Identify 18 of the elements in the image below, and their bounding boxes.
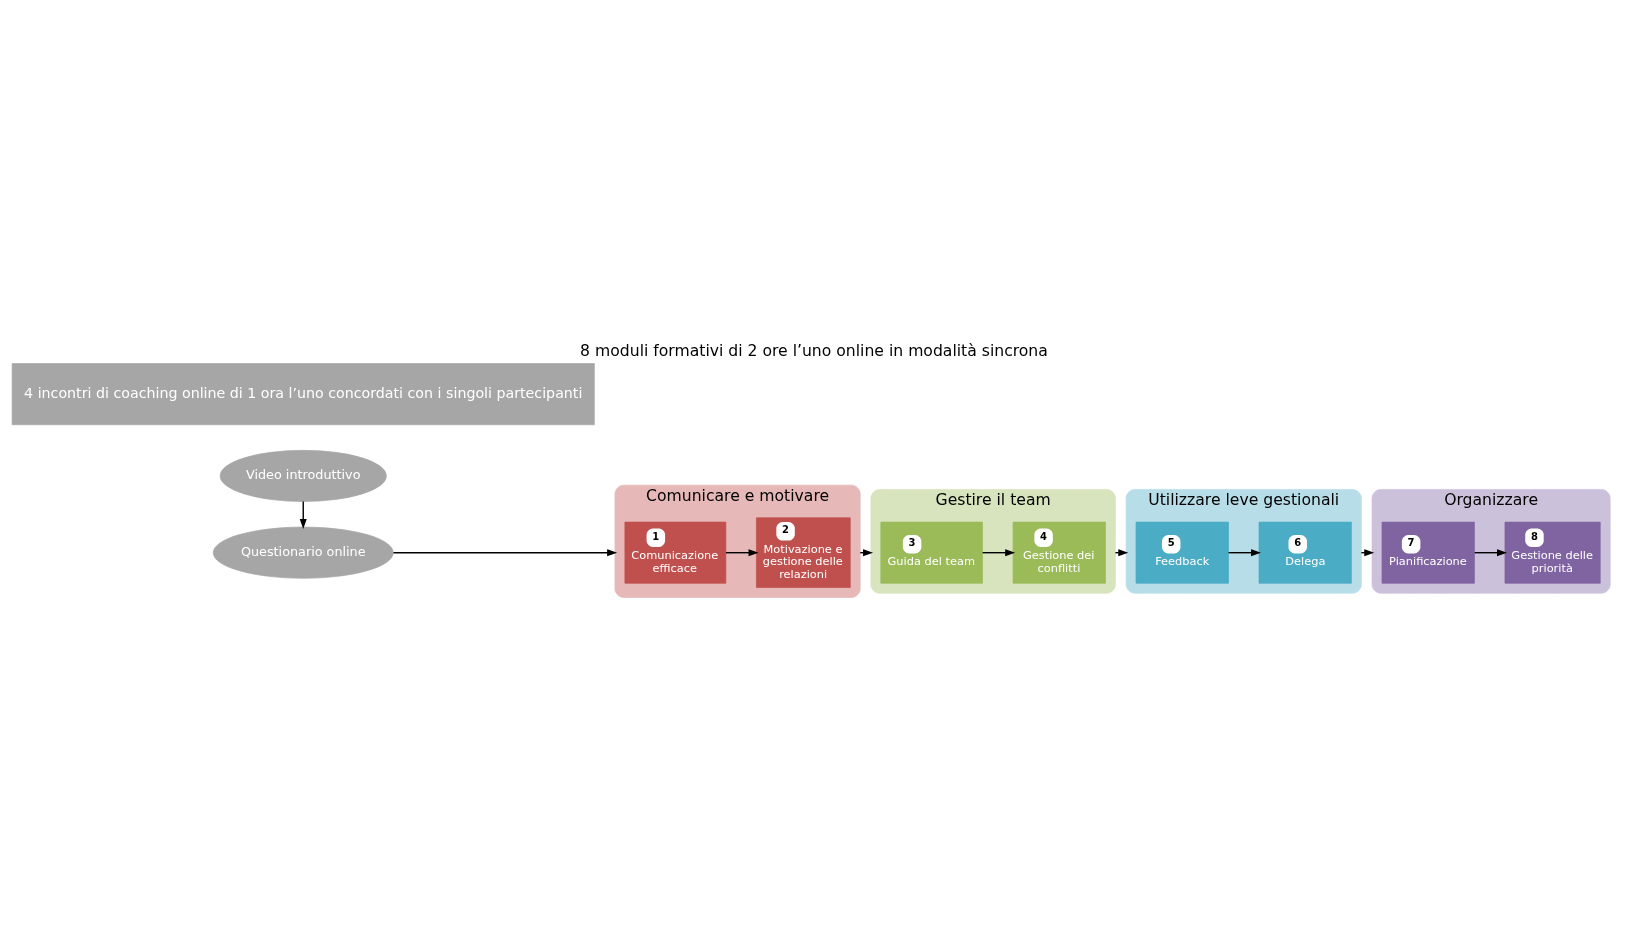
node-box: 7 Pianificazione	[1381, 521, 1475, 584]
arrow	[724, 548, 758, 556]
arrow	[1227, 548, 1261, 556]
diagram-title: 8 moduli formativi di 2 ore l’uno online in modalità sincrona	[579, 340, 1048, 360]
node-box: 1 Comunicazione efficace	[624, 521, 726, 584]
node-ellipse: Questionario online	[212, 526, 394, 579]
arrow	[299, 500, 307, 529]
node-box: 6 Delega	[1258, 521, 1352, 584]
node-box: 3 Guida del team	[879, 521, 983, 584]
node-box: 2 Motivazione e gestione delle relazioni	[755, 517, 851, 588]
node-box: 4 Gestione dei conflitti	[1012, 521, 1106, 584]
node-box: 8 Gestione delle priorità	[1504, 521, 1601, 584]
node-box: 5 Feedback	[1135, 521, 1229, 584]
arrow	[981, 548, 1015, 556]
node-ellipse: Video introduttivo	[219, 449, 387, 502]
arrow	[392, 548, 617, 556]
node-box: 4 incontri di coaching online di 1 ora l’uno concordati con i singoli partecipanti	[11, 362, 595, 425]
arrow	[1473, 548, 1507, 556]
